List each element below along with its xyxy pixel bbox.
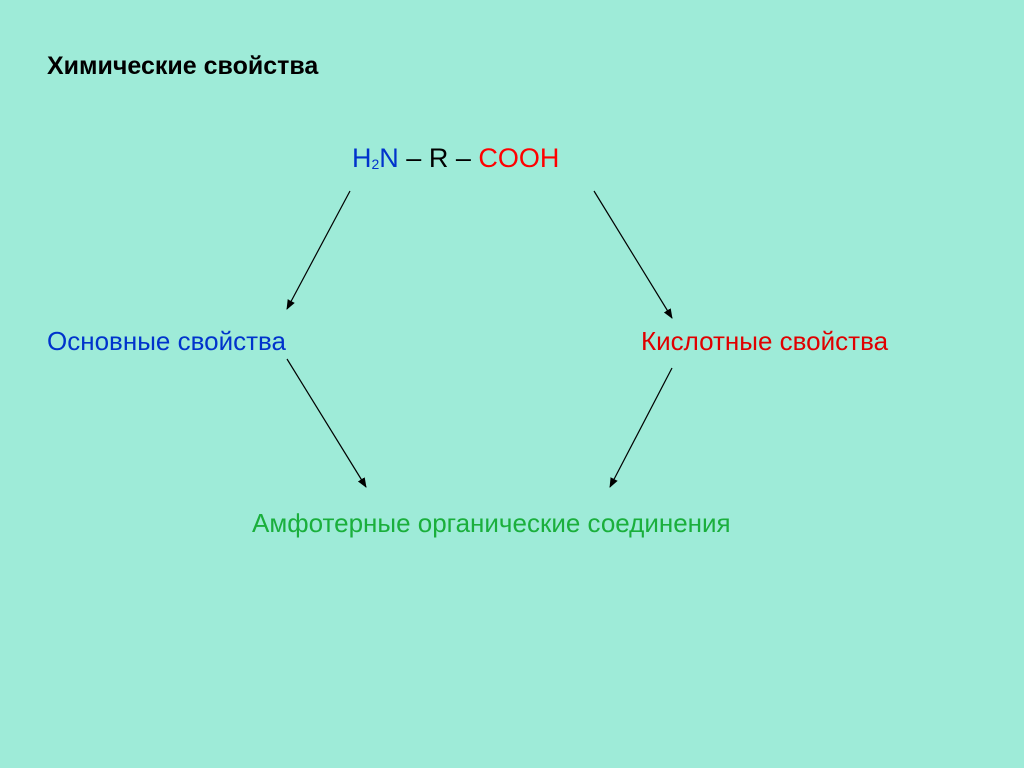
formula-radical: R <box>428 143 449 173</box>
formula-separator-1: – <box>398 143 429 173</box>
formula-amine-h: H <box>352 143 372 173</box>
basic-properties-label: Основные свойства <box>47 326 286 356</box>
formula-amine-subscript: 2 <box>371 156 380 172</box>
arrow-basic-to-amphoteric <box>286 358 367 488</box>
amino-acid-formula: H2N – R – COOH <box>352 145 559 172</box>
acidic-properties-label: Кислотные свойства <box>641 326 889 356</box>
arrow-acidic-to-amphoteric <box>609 367 673 488</box>
formula-carboxyl: COOH <box>478 143 560 173</box>
formula-amine-n: N <box>379 143 399 173</box>
arrow-formula-to-acidic <box>593 190 673 319</box>
arrow-formula-to-basic <box>286 190 351 310</box>
amphoteric-compounds-label: Амфотерные органические соединения <box>252 508 731 538</box>
formula-separator-2: – <box>448 143 479 173</box>
slide-title: Химические свойства <box>47 52 319 80</box>
